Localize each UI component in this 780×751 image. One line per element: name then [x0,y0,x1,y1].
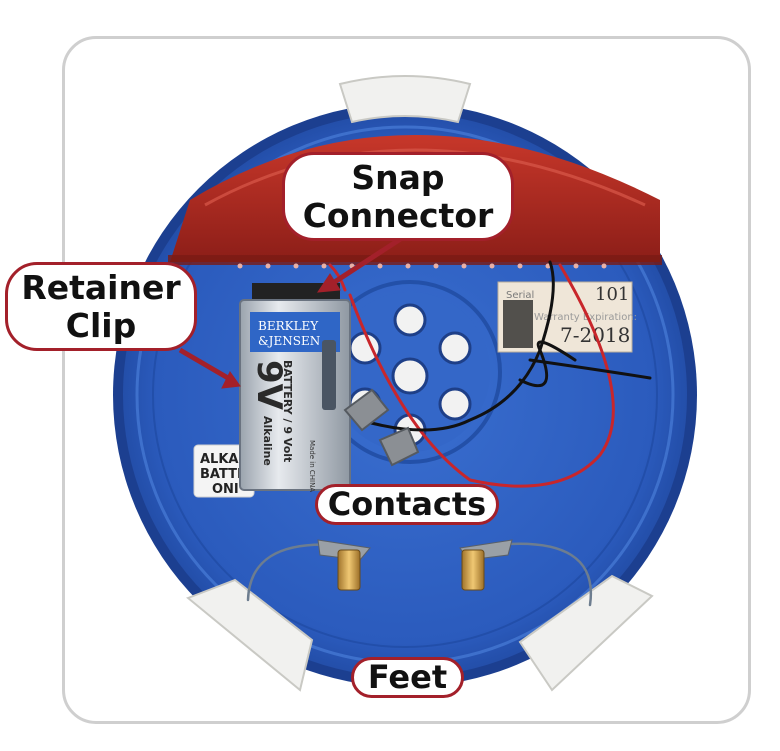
battery: BERKLEY &JENSEN 9V Alkaline BATTERY / 9 … [239,283,351,492]
battery-brand-line1: BERKLEY [258,319,319,333]
serial-handwritten: 101 [595,284,629,305]
contacts-label: Contacts [327,485,487,524]
retainer-clip-label-line1: Retainer [21,267,181,307]
battery-brand-line2: &JENSEN [258,334,320,348]
callout-arrows [178,233,407,389]
sticker-line1: ALKA [200,452,238,467]
contacts-hardware [317,539,513,591]
retainer-clip-label-line2: Clip [65,305,137,345]
battery-desc: BATTERY / 9 Volt [281,360,294,462]
wire-nuts [343,388,420,467]
sticker-line2: BATTE [200,467,246,482]
sticker-line3: ONI [212,482,239,497]
snap-connector-label-line2: Connector [302,195,494,235]
battery-voltage: 9V [249,360,289,411]
contacts-callout: Contacts [315,484,499,525]
serial-text: Serial [506,290,534,301]
warranty-text: Warranty Expiration: [534,312,637,323]
feet-label: Feet [367,658,448,697]
retainer-clip-callout: Retainer Clip [5,262,197,351]
feet [186,75,654,692]
serial-label: Serial Warranty Expiration: 101 7-2018 [497,281,637,353]
snap-connector-label-line1: Snap [351,157,445,197]
snap-connector-callout: Snap Connector [282,152,514,241]
battery-origin: Made in CHINA [308,440,316,492]
wires [246,260,652,607]
feet-callout: Feet [351,657,464,698]
battery-type: Alkaline [261,416,274,466]
